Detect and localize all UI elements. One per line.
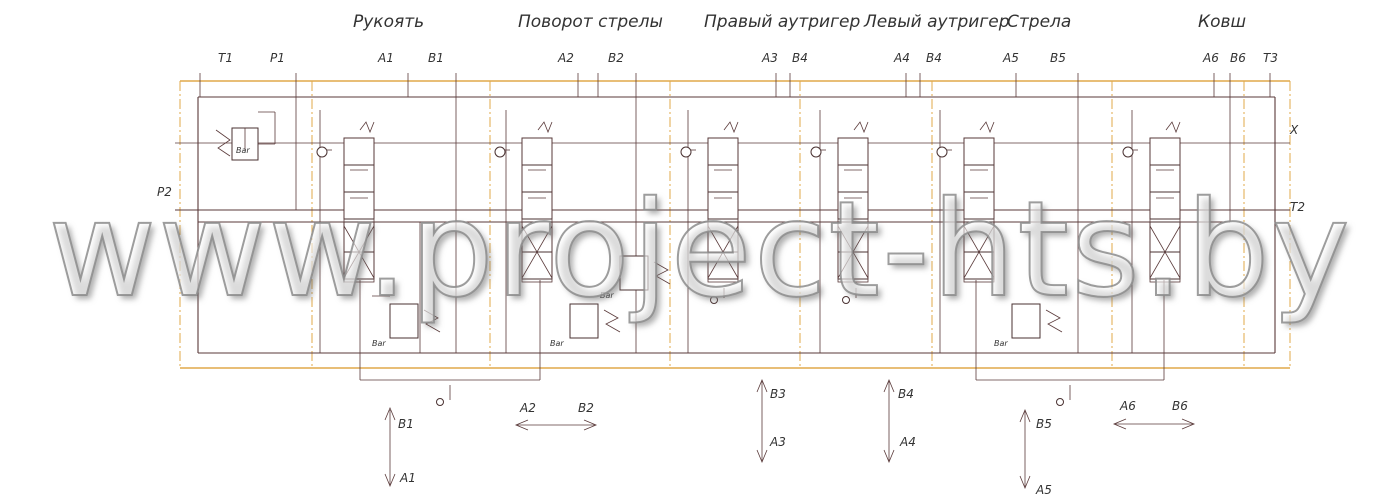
port-label-a2: A2 — [557, 51, 574, 65]
port-label-a6: A6 — [1202, 51, 1219, 65]
bar-label-main: Bar — [236, 146, 250, 155]
arrow-label-a6: A6 — [1119, 399, 1136, 413]
port-label-b1: B1 — [428, 51, 444, 65]
relief-valve-rukoyat: Bar — [372, 295, 441, 348]
port-label-a3: A3 — [761, 51, 778, 65]
spool-valve-pravyi — [680, 121, 739, 283]
side-label-x: X — [1289, 123, 1299, 137]
spool-valve-rukoyat — [316, 121, 375, 283]
port-label-b5: B5 — [1050, 51, 1066, 65]
spool-valve-kovsh — [1122, 121, 1181, 283]
side-label-t2: T2 — [1290, 200, 1305, 214]
levers — [436, 288, 1071, 406]
spool-valve-strela — [936, 121, 995, 283]
section-title-strela: Стрела — [1007, 12, 1071, 32]
port-label-b4-second: B4 — [926, 51, 942, 65]
section-title-povorot: Поворот стрелы — [518, 12, 663, 32]
relief-valve-strela: Bar — [994, 303, 1063, 348]
port-label-a4: A4 — [893, 51, 910, 65]
arrow-label-a1: A1 — [399, 471, 416, 485]
port-label-a1: A1 — [377, 51, 394, 65]
arrow-label-a3: A3 — [769, 435, 786, 449]
section-title-kovsh: Ковш — [1198, 12, 1246, 32]
bar-label-strela: Bar — [994, 339, 1008, 348]
port-label-b2: B2 — [608, 51, 624, 65]
direction-arrows: B1 A1 A2 B2 B3 A3 B4 A4 B5 A5 — [384, 378, 1196, 497]
port-label-b4-first: B4 — [792, 51, 808, 65]
valve-block-frame — [179, 80, 1291, 369]
port-label-t1: T1 — [218, 51, 233, 65]
arrow-label-b1: B1 — [398, 417, 414, 431]
main-relief-valve: Bar — [215, 111, 276, 161]
port-label-p1: P1 — [270, 51, 285, 65]
arrow-label-b4: B4 — [898, 387, 914, 401]
arrow-label-a4: A4 — [899, 435, 916, 449]
relief-valve-povorot-2: Bar — [600, 255, 671, 300]
port-label-t3: T3 — [1263, 51, 1278, 65]
relief-valve-povorot-1: Bar — [550, 303, 621, 348]
spool-valve-levyi — [810, 121, 869, 283]
arrow-label-b5: B5 — [1036, 417, 1052, 431]
section-title-levyi: Левый аутригер — [863, 12, 1010, 32]
side-label-p2: P2 — [157, 185, 172, 199]
port-label-b6: B6 — [1230, 51, 1246, 65]
arrow-label-b3: B3 — [770, 387, 786, 401]
arrow-label-a5: A5 — [1035, 483, 1052, 497]
bar-label-povorot-2: Bar — [600, 291, 614, 300]
spool-valves — [316, 121, 1181, 283]
section-title-rukoyat: Рукоять — [353, 12, 424, 32]
arrow-label-b6: B6 — [1172, 399, 1188, 413]
vertical-lines — [295, 97, 1231, 381]
port-label-a5: A5 — [1002, 51, 1019, 65]
bar-label-rukoyat: Bar — [372, 339, 386, 348]
section-title-pravyi: Правый аутригер — [704, 12, 860, 32]
arrow-label-a2: A2 — [519, 401, 536, 415]
port-stubs — [199, 73, 1271, 97]
bar-label-povorot-1: Bar — [550, 339, 564, 348]
spool-valve-povorot — [494, 121, 553, 283]
arrow-label-b2: B2 — [578, 401, 594, 415]
